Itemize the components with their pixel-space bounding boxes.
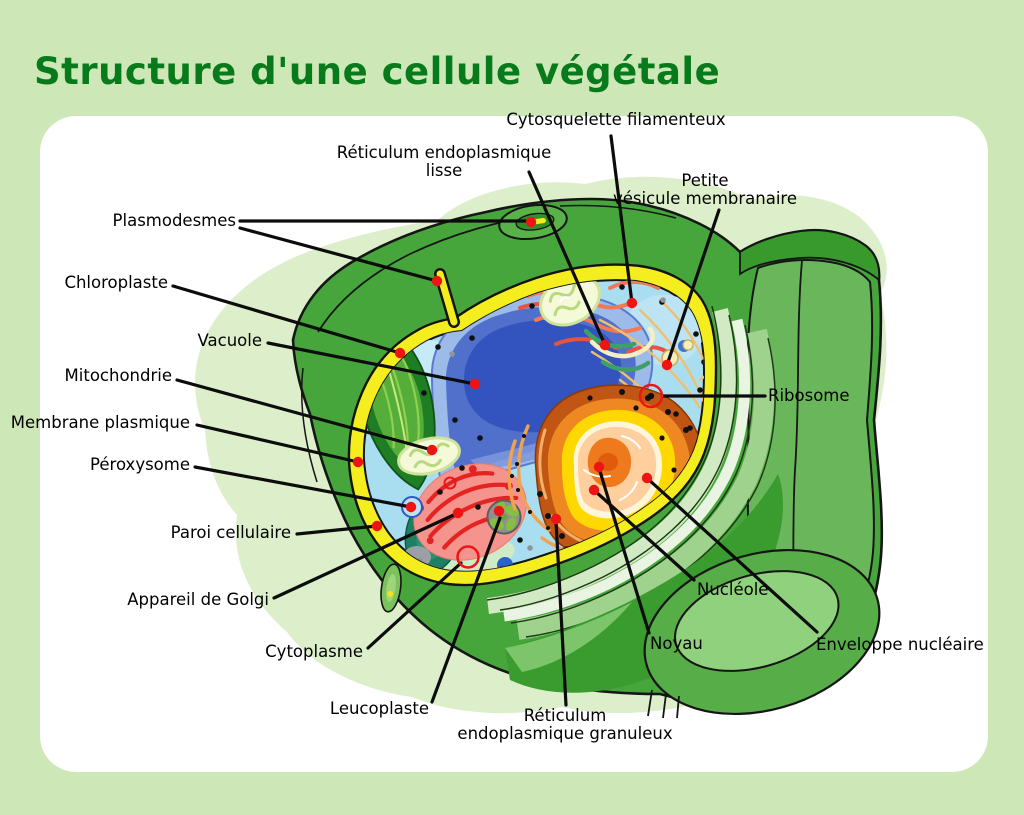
label-appareil-golgi: Appareil de Golgi	[127, 590, 269, 609]
leucoplast	[486, 499, 522, 535]
label-reticulum-lisse: Réticulum endoplasmique lisse	[336, 143, 552, 181]
label-vacuole: Vacuole	[197, 331, 262, 350]
label-paroi-cellulaire: Paroi cellulaire	[170, 523, 291, 542]
membrane-vesicle	[682, 339, 694, 351]
wall-plastid	[380, 563, 402, 613]
plasmodesme-channel	[434, 268, 460, 328]
label-nucleole: Nucléole	[697, 580, 769, 599]
golgi-apparatus	[413, 463, 527, 561]
label-cytosquelette: Cytosquelette filamenteux	[506, 110, 726, 129]
label-membrane-plasmique: Membrane plasmique	[10, 413, 190, 432]
label-petite-vesicule: Petite vésicule membranaire	[613, 171, 797, 209]
label-ribosome: Ribosome	[768, 386, 850, 405]
label-peroxysome: Péroxysome	[90, 455, 190, 474]
label-reticulum-granuleux: Réticulum endoplasmique granuleux	[457, 706, 673, 744]
mitochondrion	[397, 436, 461, 476]
marker-circles	[443, 383, 664, 569]
label-cytoplasme: Cytoplasme	[265, 642, 363, 661]
wall-loop	[643, 548, 881, 716]
leader-lines	[171, 134, 819, 707]
label-chloroplaste: Chloroplaste	[64, 273, 168, 292]
marker-dots	[352, 216, 673, 532]
label-plasmodesmes: Plasmodesmes	[112, 211, 236, 230]
label-mitochondrie: Mitochondrie	[64, 366, 172, 385]
page-title: Structure d'une cellule végétale	[34, 50, 721, 93]
label-noyau: Noyau	[650, 634, 703, 653]
label-enveloppe-nucleaire: Enveloppe nucléaire	[816, 635, 984, 654]
label-leucoplaste: Leucoplaste	[329, 699, 429, 718]
